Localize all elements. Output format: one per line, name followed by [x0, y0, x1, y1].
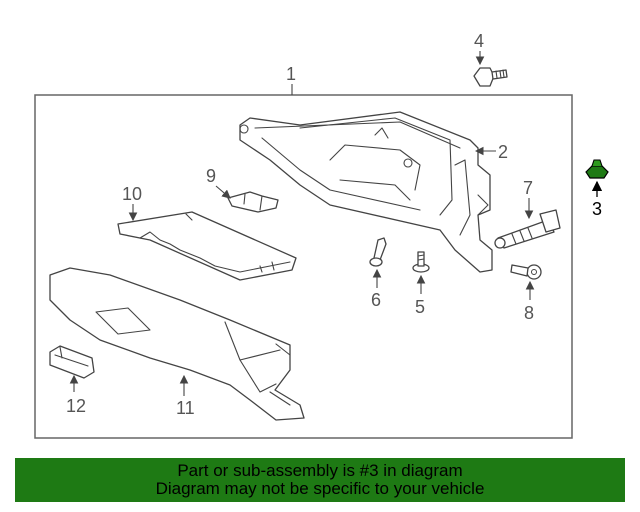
- banner-line-2: Diagram may not be specific to your vehi…: [155, 479, 485, 498]
- part-4-bolt[interactable]: [473, 67, 508, 87]
- part-5-screw[interactable]: [412, 251, 430, 273]
- part-2-glove-box-housing[interactable]: [239, 111, 493, 273]
- part-10-panel[interactable]: [117, 211, 297, 281]
- part-8-bolt[interactable]: [510, 264, 542, 280]
- part-9-bracket[interactable]: [227, 191, 279, 213]
- callout-4: 4: [474, 31, 484, 51]
- callout-3: 3: [592, 199, 602, 219]
- callout-8: 8: [524, 303, 534, 323]
- banner-line-1: Part or sub-assembly is #3 in diagram: [177, 461, 463, 480]
- callout-9: 9: [206, 166, 216, 186]
- callout-1: 1: [286, 64, 296, 84]
- part-12-latch[interactable]: [49, 345, 95, 379]
- part-11-glove-box-door[interactable]: [49, 267, 305, 421]
- assembly-frame: [34, 94, 573, 439]
- parts-diagram: 1 2 3 4 5 6: [34, 31, 609, 439]
- callout-12: 12: [66, 396, 86, 416]
- part-6-push-pin[interactable]: [369, 237, 387, 267]
- callout-2: 2: [498, 142, 508, 162]
- callout-11: 11: [176, 398, 195, 418]
- part-7-damper[interactable]: [494, 209, 561, 249]
- part-info-banner: Part or sub-assembly is #3 in diagram Di…: [15, 458, 625, 502]
- callout-5: 5: [415, 297, 425, 317]
- callout-7: 7: [523, 178, 533, 198]
- part-3-clip-nut[interactable]: [585, 159, 609, 179]
- callout-10: 10: [122, 184, 142, 204]
- callout-6: 6: [371, 290, 381, 310]
